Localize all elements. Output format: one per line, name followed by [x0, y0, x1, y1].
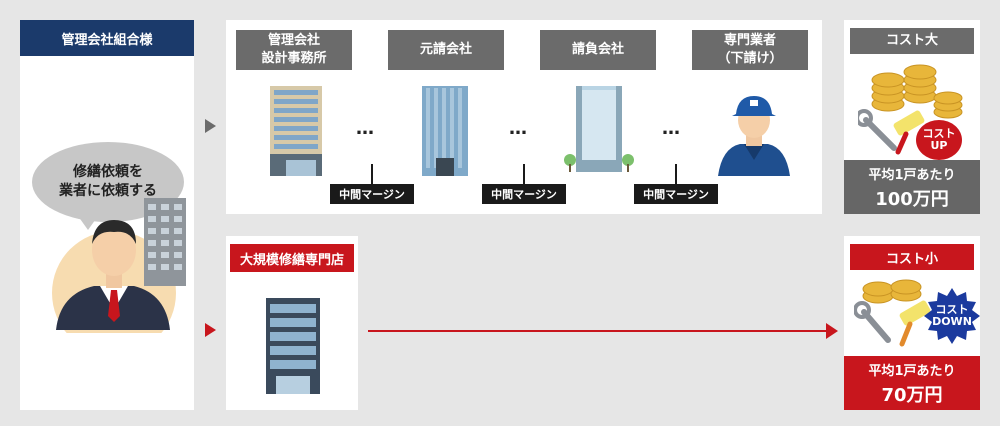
- ellipsis-1: …: [356, 118, 376, 139]
- bubble-line-2: 業者に依頼する: [59, 183, 157, 199]
- cost-down-badge-line1: コスト: [935, 302, 969, 316]
- tower-building-icon: [422, 86, 468, 176]
- coins-tools-illustration: [858, 64, 963, 155]
- ellipsis-3: …: [662, 118, 682, 139]
- cost-high-panel: コスト大 コスト UP 平均1戸あたり 100万円: [844, 20, 980, 214]
- margin-tag-2: 中間マージン: [482, 184, 566, 204]
- cost-up-badge-line2: UP: [930, 139, 948, 152]
- worker-icon: [718, 96, 790, 176]
- traditional-flow-panel: 管理会社 設計事務所 元請会社 請負会社 専門業者 （下請け） … … …: [226, 20, 822, 214]
- ellipsis-2: …: [509, 118, 529, 139]
- cost-low-price: 平均1戸あたり 70万円: [844, 356, 980, 410]
- glass-building-icon: [564, 86, 634, 172]
- bubble-tail: [78, 216, 98, 230]
- specialist-building-icon: [266, 298, 320, 394]
- stage-management-company: 管理会社 設計事務所: [236, 30, 352, 70]
- direct-flow-line: [368, 330, 828, 332]
- cost-down-badge-line2: DOWN: [932, 315, 972, 328]
- cost-low-price-value: 70万円: [881, 384, 943, 406]
- direct-flow-arrowhead: [826, 323, 838, 339]
- specialist-store-label: 大規模修繕専門店: [230, 244, 354, 272]
- cost-high-price: 平均1戸あたり 100万円: [844, 160, 980, 214]
- cost-up-badge-line1: コスト: [922, 126, 956, 140]
- margin-pointer-1: [371, 164, 373, 184]
- arrow-to-bottom-flow: [205, 323, 216, 337]
- margin-pointer-3: [675, 164, 677, 184]
- request-bubble: 修繕依頼を 業者に依頼する: [32, 142, 184, 222]
- arrow-to-top-flow: [205, 119, 216, 133]
- cost-down-badge-shape: [924, 288, 980, 344]
- cost-high-price-value: 100万円: [875, 188, 949, 210]
- coins-tools-small-illustration: [854, 279, 931, 347]
- specialist-flow-panel: 大規模修繕専門店: [226, 236, 358, 410]
- client-panel: 管理会社組合様 修繕依頼を 業者に依頼する: [20, 20, 194, 410]
- stage-specialist: 専門業者 （下請け）: [692, 30, 808, 70]
- bubble-line-1: 修繕依頼を: [73, 164, 143, 181]
- cost-up-badge: コスト UP: [916, 120, 962, 160]
- cost-low-header: コスト小: [850, 244, 974, 270]
- margin-pointer-2: [523, 164, 525, 184]
- cost-high-header: コスト大: [850, 28, 974, 54]
- cost-low-price-label: 平均1戸あたり: [868, 363, 956, 379]
- cost-low-panel: コスト小 コスト DOWN 平均1戸あたり 70万円: [844, 236, 980, 410]
- client-title: 管理会社組合様: [20, 20, 194, 56]
- stage-subcontractor: 請負会社: [540, 30, 656, 70]
- stage-prime-contractor: 元請会社: [388, 30, 504, 70]
- margin-tag-3: 中間マージン: [634, 184, 718, 204]
- office-building-icon: [270, 86, 322, 176]
- margin-tag-1: 中間マージン: [330, 184, 414, 204]
- businessman-illustration: [52, 198, 186, 333]
- cost-high-price-label: 平均1戸あたり: [868, 167, 956, 183]
- cost-down-badge: コスト DOWN: [924, 288, 980, 344]
